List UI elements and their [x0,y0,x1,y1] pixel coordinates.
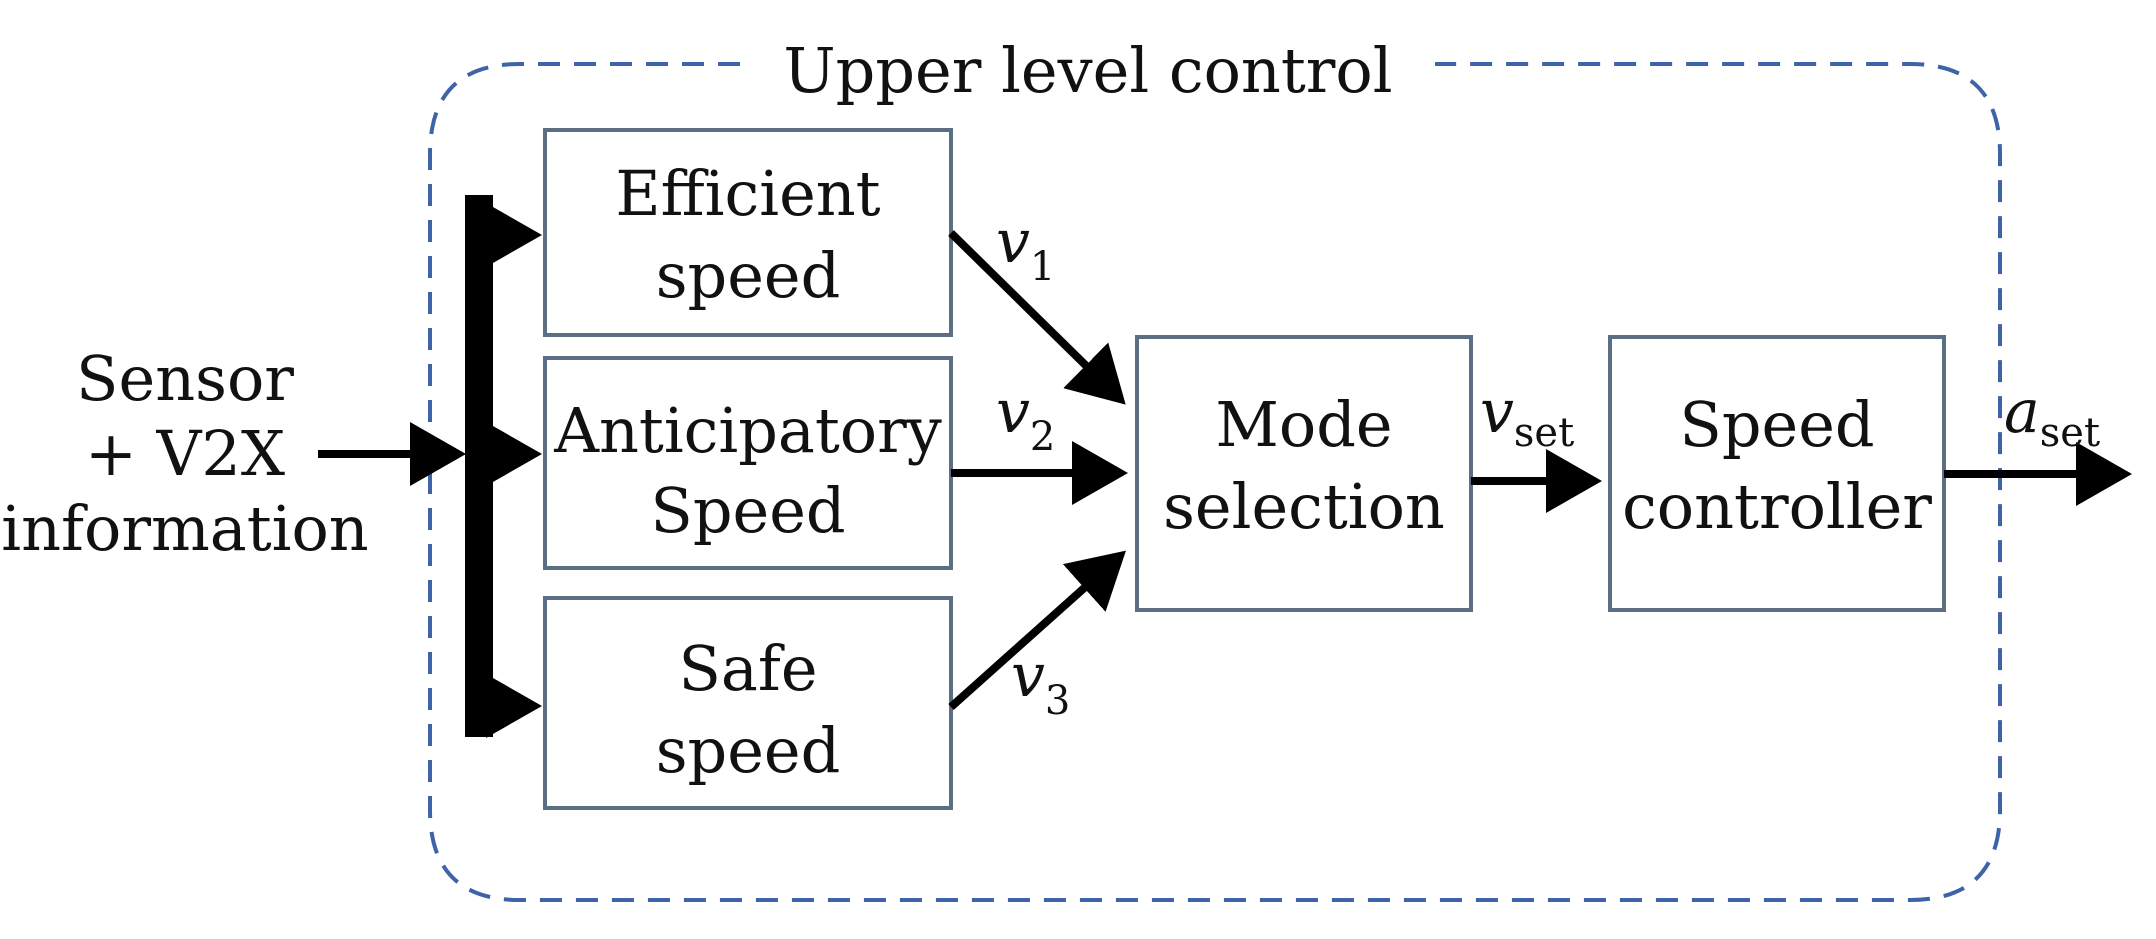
v3-arrow [948,550,1126,710]
anticipatory-speed-block: Anticipatory Speed [543,356,953,570]
v1-arrow [948,230,1126,405]
speed-controller-line1: Speed [1679,388,1874,461]
input-label-line1: Sensor [76,342,294,415]
v1-label: v1 [996,207,1055,290]
safe-speed-line1: Safe [678,632,817,705]
input-label-line2: + V2X [85,417,285,490]
efficient-speed-line1: Efficient [615,157,880,230]
vset-label: vset [1480,377,1574,456]
input-label-line3: information [1,492,368,565]
efficient-speed-block: Efficient speed [543,128,953,337]
mode-selection-block: Mode selection [1135,335,1473,612]
distribution-bar [465,195,493,737]
mode-selection-line1: Mode [1215,388,1392,461]
v2-label: v2 [996,377,1055,460]
mode-selection-line2: selection [1163,470,1445,543]
aset-label: aset [2004,377,2100,456]
speed-controller-block: Speed controller [1608,335,1946,612]
safe-speed-block: Safe speed [543,596,953,810]
efficient-speed-line2: speed [656,239,841,312]
anticipatory-speed-line1: Anticipatory [553,394,942,467]
speed-controller-line2: controller [1622,470,1932,543]
v3-label: v3 [1011,641,1070,724]
anticipatory-speed-line2: Speed [650,474,845,547]
region-title: Upper level control [783,34,1392,107]
safe-speed-line2: speed [656,714,841,787]
